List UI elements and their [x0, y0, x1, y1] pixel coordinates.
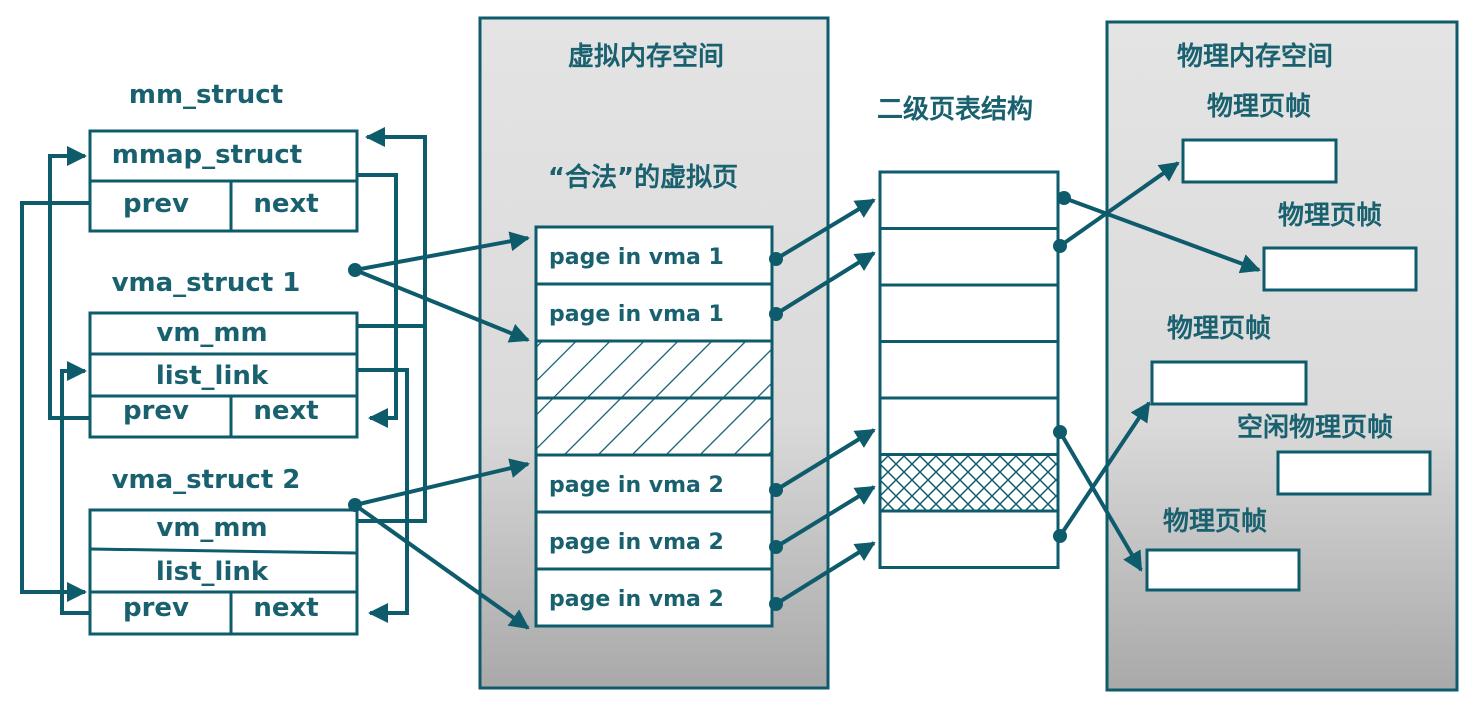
mmap-struct-field: mmap_struct: [112, 140, 302, 170]
frame-label-5: 物理页帧: [1163, 507, 1267, 537]
physical-frame-free: [1276, 450, 1432, 496]
vpage1-to-pte1-arrow: [774, 198, 876, 261]
page-table-entry: [878, 396, 1060, 456]
virtual-page-label: page in vma 1: [549, 302, 724, 327]
mm-struct-title: mm_struct: [129, 80, 283, 110]
virtual-memory-title: 虚拟内存空间: [568, 41, 724, 72]
physical-frame-2: [1262, 246, 1418, 292]
virtual-page-label: page in vma 2: [549, 530, 724, 555]
vma2-title: vma_struct 2: [112, 465, 301, 495]
page-table-entry-invalid: [878, 453, 1060, 513]
mm-next-field: next: [253, 189, 318, 219]
vpage7-to-pte7-arrow: [774, 541, 876, 606]
vma1-list-link-field: list_link: [156, 361, 269, 391]
physical-frame-3: [1150, 360, 1308, 406]
mm-prev-field: prev: [123, 189, 189, 219]
vma-struct-1: vma_struct 1 vm_mm list_link prev next: [88, 268, 359, 439]
mapping-arrows: [348, 161, 1261, 630]
page-table-entry: [878, 283, 1060, 343]
vma1-next-field: next: [253, 396, 318, 426]
vma1-prev-field: prev: [123, 396, 189, 426]
vpage2-to-pte2-arrow: [774, 251, 876, 316]
mmap-to-vma1-link: [357, 173, 398, 428]
vma1-prev-link: [48, 146, 90, 420]
pte5-to-frame5-arrow: [1058, 430, 1143, 572]
unmapped-virtual-page: [534, 339, 774, 400]
physical-frame-5: [1145, 548, 1301, 592]
mm-prev-link: [20, 201, 90, 602]
virtual-page-label: page in vma 2: [549, 587, 724, 612]
virtual-pages-subtitle: “合法”的虚拟页: [548, 162, 738, 193]
pte1-to-frame2-arrow: [1063, 196, 1261, 274]
page-table-entry: [878, 227, 1060, 287]
virtual-page-label: page in vma 2: [549, 473, 724, 498]
physical-frame-1: [1181, 138, 1338, 184]
pte7-to-frame3-arrow: [1058, 401, 1151, 538]
pte2-to-frame1-arrow: [1058, 161, 1180, 248]
vma1-to-page3-arrow: [354, 268, 530, 343]
frame-label-1: 物理页帧: [1207, 92, 1311, 122]
vma-struct-2: vma_struct 2 vm_mm list_link prev next: [88, 465, 359, 636]
vpage5-to-pte5-arrow: [774, 428, 876, 492]
vma2-prev-field: prev: [123, 593, 189, 623]
virtual-page-label: page in vma 1: [549, 245, 724, 270]
frame-label-3: 物理页帧: [1167, 314, 1271, 344]
vma1-to-vma2-link: [357, 368, 409, 623]
page-table: [878, 170, 1060, 569]
vma2-list-link-field: list_link: [156, 557, 269, 587]
vma2-vm-mm-field: vm_mm: [156, 513, 267, 543]
vma2-to-page7-arrow: [353, 503, 530, 630]
page-table-entry: [878, 509, 1060, 569]
vma2-prev-link: [60, 361, 90, 615]
virtual-page: [534, 567, 774, 628]
frame-label-2: 物理页帧: [1278, 201, 1382, 231]
virtual-page-list: page in vma 1 page in vma 1 page in vma 2 p…: [534, 225, 774, 628]
vm-mm-to-mm-struct-arrow: [365, 127, 427, 326]
vm-mm-backlink: [357, 324, 427, 523]
vpage6-to-pte6-arrow: [774, 485, 876, 549]
unmapped-virtual-page: [534, 396, 774, 457]
vma1-title: vma_struct 1: [112, 268, 301, 298]
vma1-vm-mm-field: vm_mm: [156, 318, 267, 348]
page-table-entry: [878, 340, 1060, 400]
physical-frames: 物理页帧 物理页帧 物理页帧 空闲物理页帧 物理页帧: [1145, 92, 1432, 592]
vma1-to-page1-arrow: [354, 231, 530, 272]
vma2-next-field: next: [253, 593, 318, 623]
vma2-to-page5-arrow: [354, 458, 530, 507]
page-table-title: 二级页表结构: [877, 94, 1033, 125]
physical-memory-title: 物理内存空间: [1177, 41, 1333, 72]
mm-struct: mm_struct mmap_struct prev next: [88, 80, 359, 233]
frame-label-free: 空闲物理页帧: [1237, 412, 1393, 443]
virtual-page: [534, 510, 774, 571]
page-table-entry: [878, 170, 1060, 230]
